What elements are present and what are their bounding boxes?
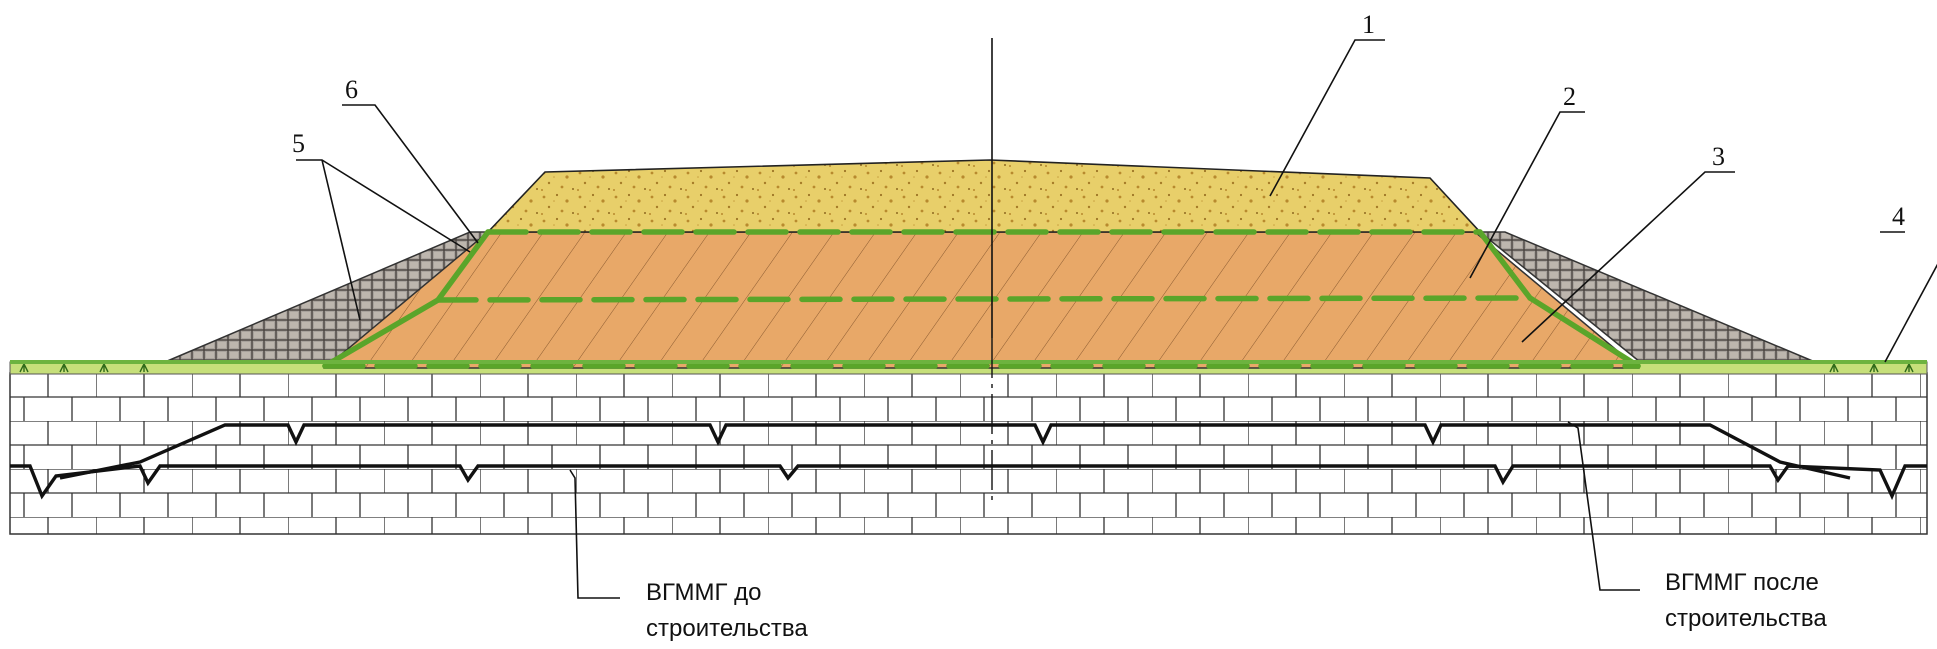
sand-top-layer	[486, 159, 1482, 233]
ground-surface-line	[10, 360, 1927, 364]
callout-leaders	[296, 39, 1937, 363]
callout-3: 3	[1712, 142, 1725, 171]
note-before-line2: строительства	[646, 615, 808, 642]
callout-5: 5	[292, 129, 305, 158]
callout-6: 6	[345, 75, 358, 104]
permafrost-soil-layer	[9, 372, 1928, 535]
note-before-line1: ВГММГ до	[646, 579, 761, 606]
frost-table-after-line	[59, 423, 1851, 480]
callout-4: 4	[1892, 202, 1905, 231]
geotextile-layers	[322, 229, 1641, 369]
note-after-line1: ВГММГ после	[1665, 569, 1819, 596]
callout-1: 1	[1362, 10, 1375, 39]
note-after-line2: строительства	[1665, 605, 1827, 632]
note-leaders	[569, 421, 1640, 599]
callout-2: 2	[1563, 82, 1576, 111]
